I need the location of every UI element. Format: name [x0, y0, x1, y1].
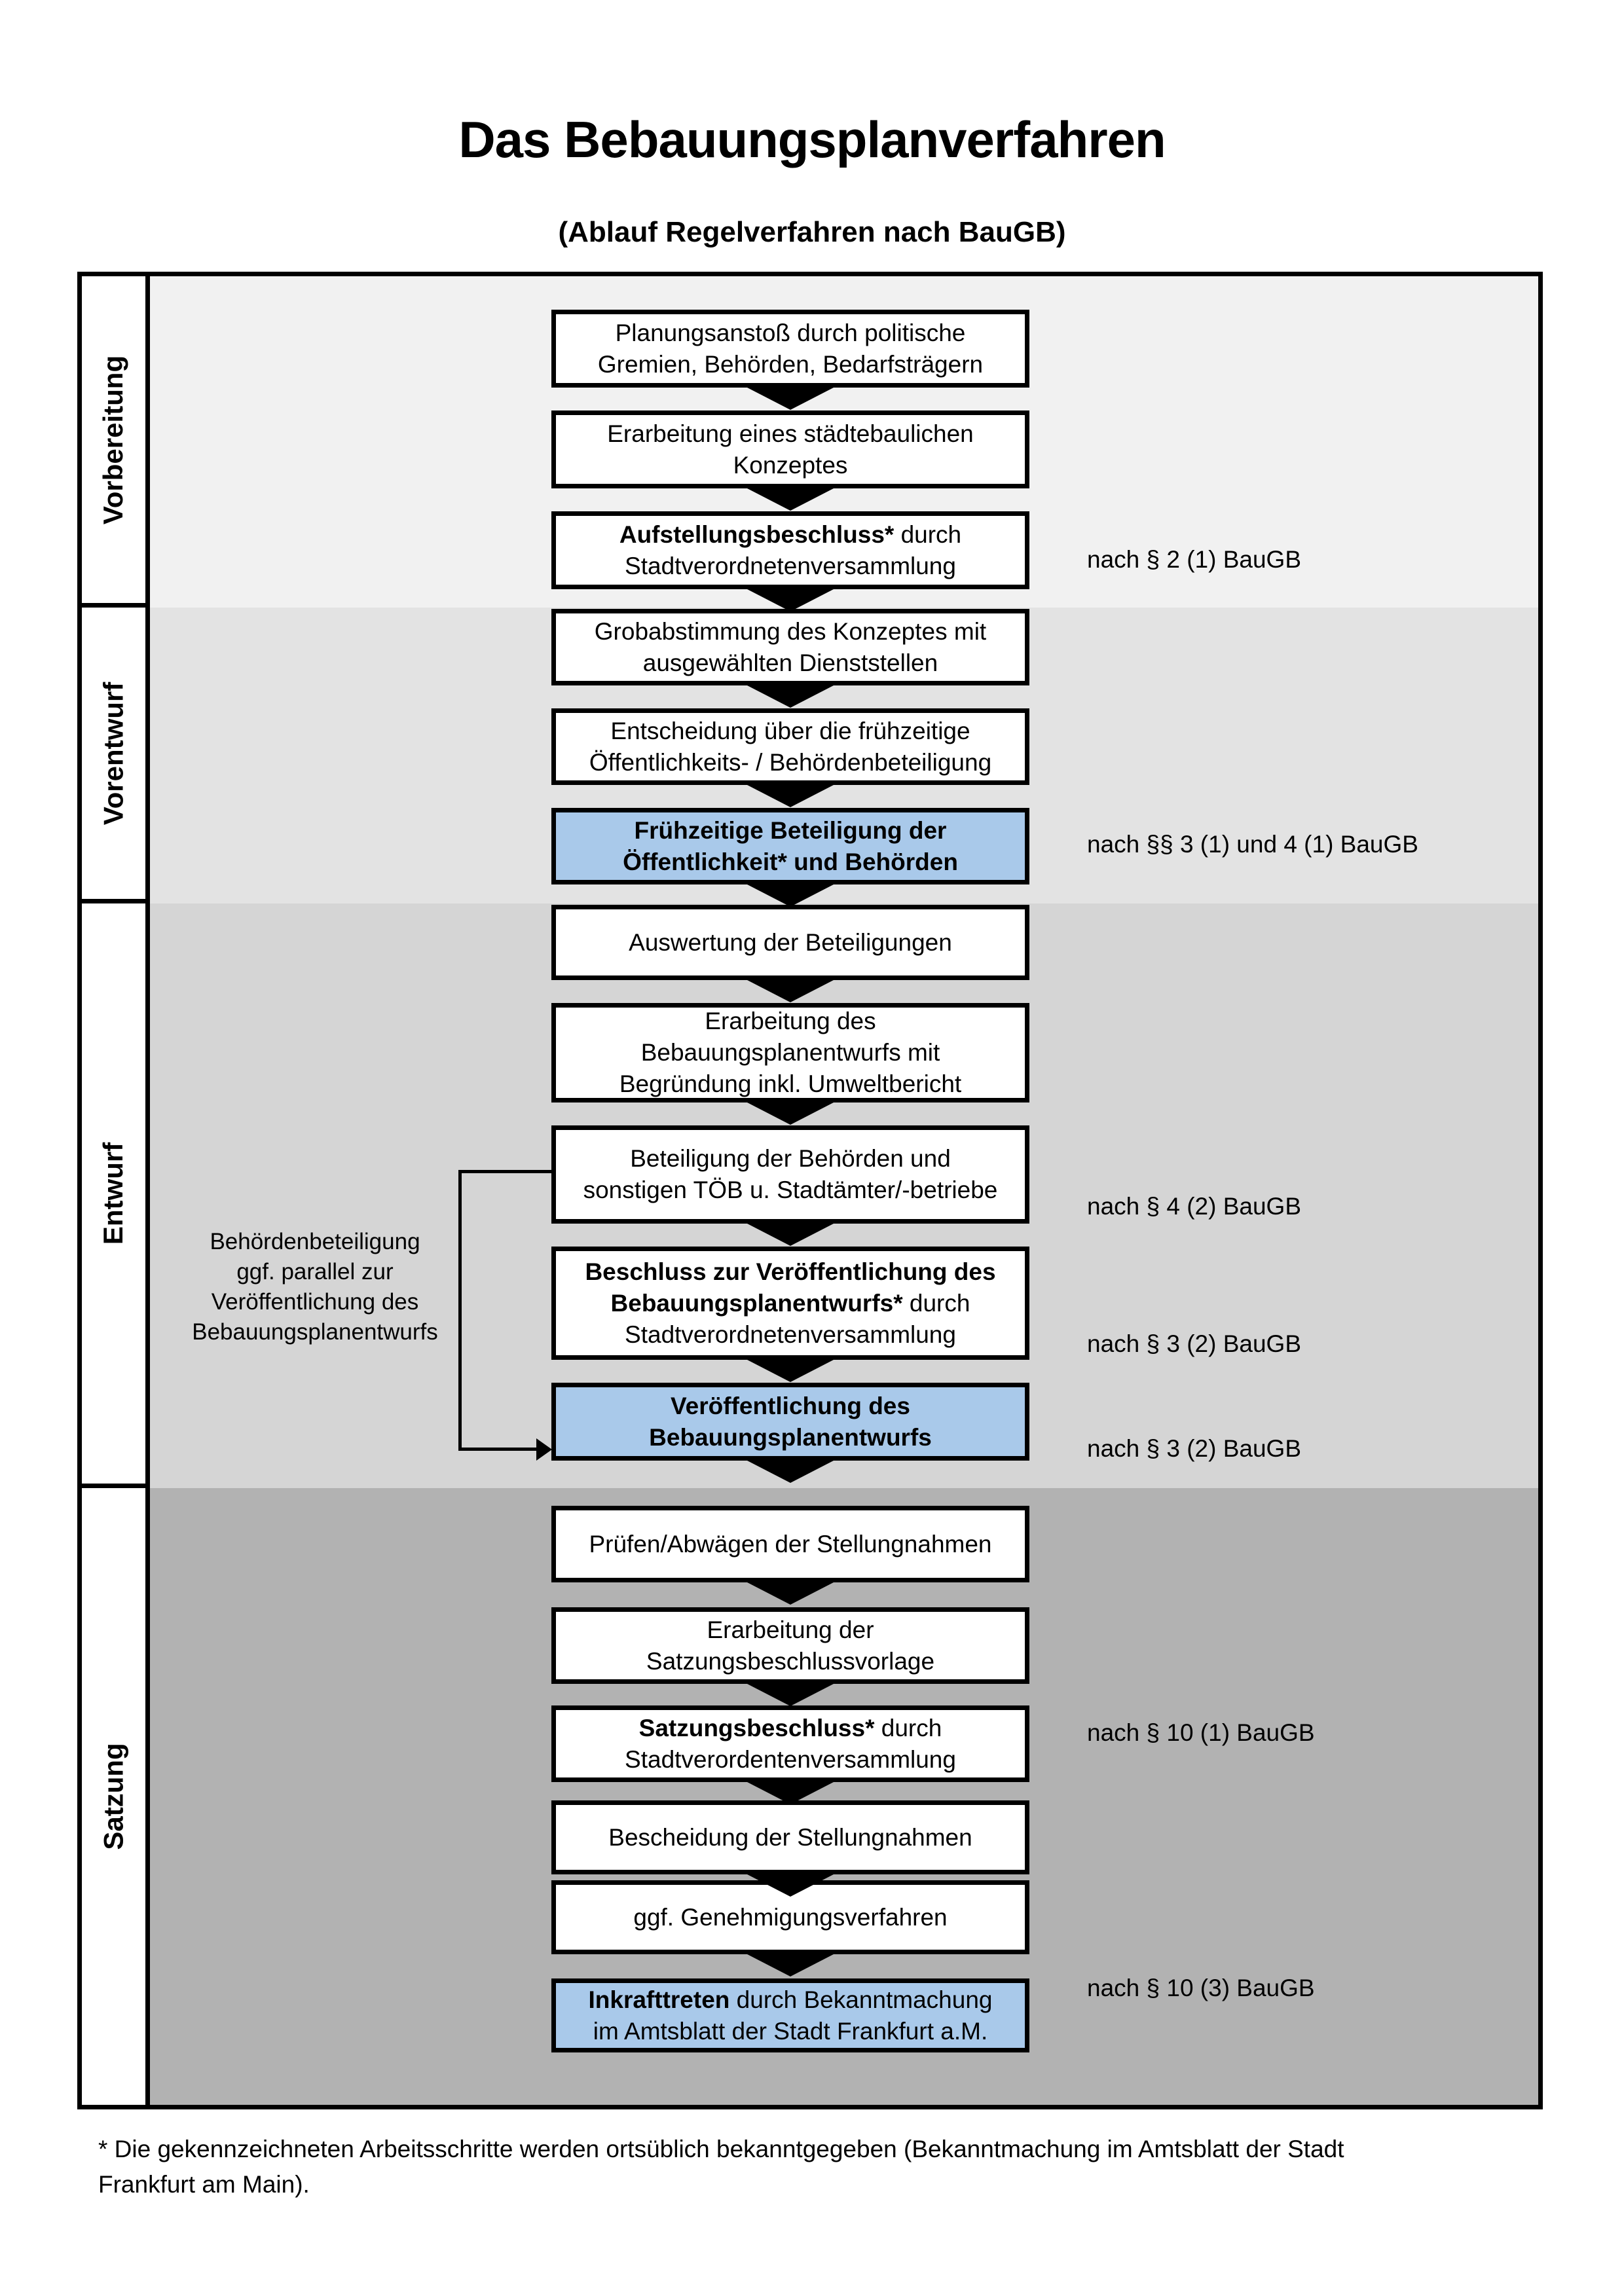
flow-arrow-down — [747, 1874, 834, 1897]
flow-arrow-down — [747, 1102, 834, 1125]
flow-arrow-down — [747, 785, 834, 807]
bracket-bottom-line — [458, 1448, 538, 1451]
bracket-arrowhead-right — [536, 1438, 552, 1461]
flow-arrow-down — [747, 1224, 834, 1246]
bracket-top-line — [458, 1170, 551, 1173]
sidebar-cell-entwurf: Entwurf — [82, 903, 150, 1488]
sidebar-cell-satzung: Satzung — [82, 1488, 150, 2105]
flow-arrow-down — [747, 1684, 834, 1706]
flow-arrow-down — [747, 388, 834, 410]
flow-arrow-down — [747, 980, 834, 1002]
legal-note-veroeffentlichungs-beschluss: nach § 3 (2) BauGB — [1087, 1330, 1302, 1357]
parallel-note: Behördenbeteiligung ggf. parallel zur Ve… — [192, 1229, 438, 1345]
legal-note-satzungsbeschluss: nach § 10 (1) BauGB — [1087, 1719, 1315, 1746]
flow-arrow-down — [747, 1582, 834, 1605]
bracket-vertical-line — [458, 1170, 462, 1450]
flow-box-bescheidung: Bescheidung der Stellungnahmen — [551, 1800, 1029, 1874]
legal-note-fruehzeitige-beteiligung: nach §§ 3 (1) und 4 (1) BauGB — [1087, 831, 1418, 858]
flow-box-auswertung: Auswertung der Beteiligungen — [551, 905, 1029, 980]
phase-label-vorentwurf: Vorentwurf — [98, 682, 129, 825]
flow-arrow-down — [747, 1461, 834, 1483]
phase-label-satzung: Satzung — [98, 1743, 129, 1850]
flowchart-frame: Vorbereitung Vorentwurf Entwurf Satzung … — [77, 272, 1543, 2109]
flow-box-pruefen-abwaegen: Prüfen/Abwägen der Stellungnahmen — [551, 1506, 1029, 1582]
flow-arrow-down — [747, 1954, 834, 1977]
flow-arrow-down — [747, 685, 834, 708]
page-subtitle: (Ablauf Regelverfahren nach BauGB) — [558, 216, 1066, 248]
legal-note-inkrafttreten: nach § 10 (3) BauGB — [1087, 1975, 1315, 2001]
flow-arrow-down — [747, 488, 834, 511]
flow-arrow-down — [747, 1360, 834, 1382]
flow-arrow-down — [747, 1782, 834, 1804]
sidebar-cell-vorbereitung: Vorbereitung — [82, 276, 150, 608]
phase-label-vorbereitung: Vorbereitung — [98, 355, 129, 524]
flow-arrow-down — [747, 589, 834, 611]
legal-note-aufstellungsbeschluss: nach § 2 (1) BauGB — [1087, 546, 1302, 573]
page-title: Das Bebauungsplanverfahren — [458, 111, 1166, 168]
flow-arrow-down — [747, 884, 834, 907]
footnote: * Die gekennzeichneten Arbeitsschritte w… — [98, 2136, 1344, 2198]
sidebar-cell-vorentwurf: Vorentwurf — [82, 608, 150, 903]
legal-note-behoerden-beteiligung: nach § 4 (2) BauGB — [1087, 1193, 1302, 1220]
phase-label-entwurf: Entwurf — [98, 1142, 129, 1245]
legal-note-veroeffentlichung: nach § 3 (2) BauGB — [1087, 1435, 1302, 1462]
